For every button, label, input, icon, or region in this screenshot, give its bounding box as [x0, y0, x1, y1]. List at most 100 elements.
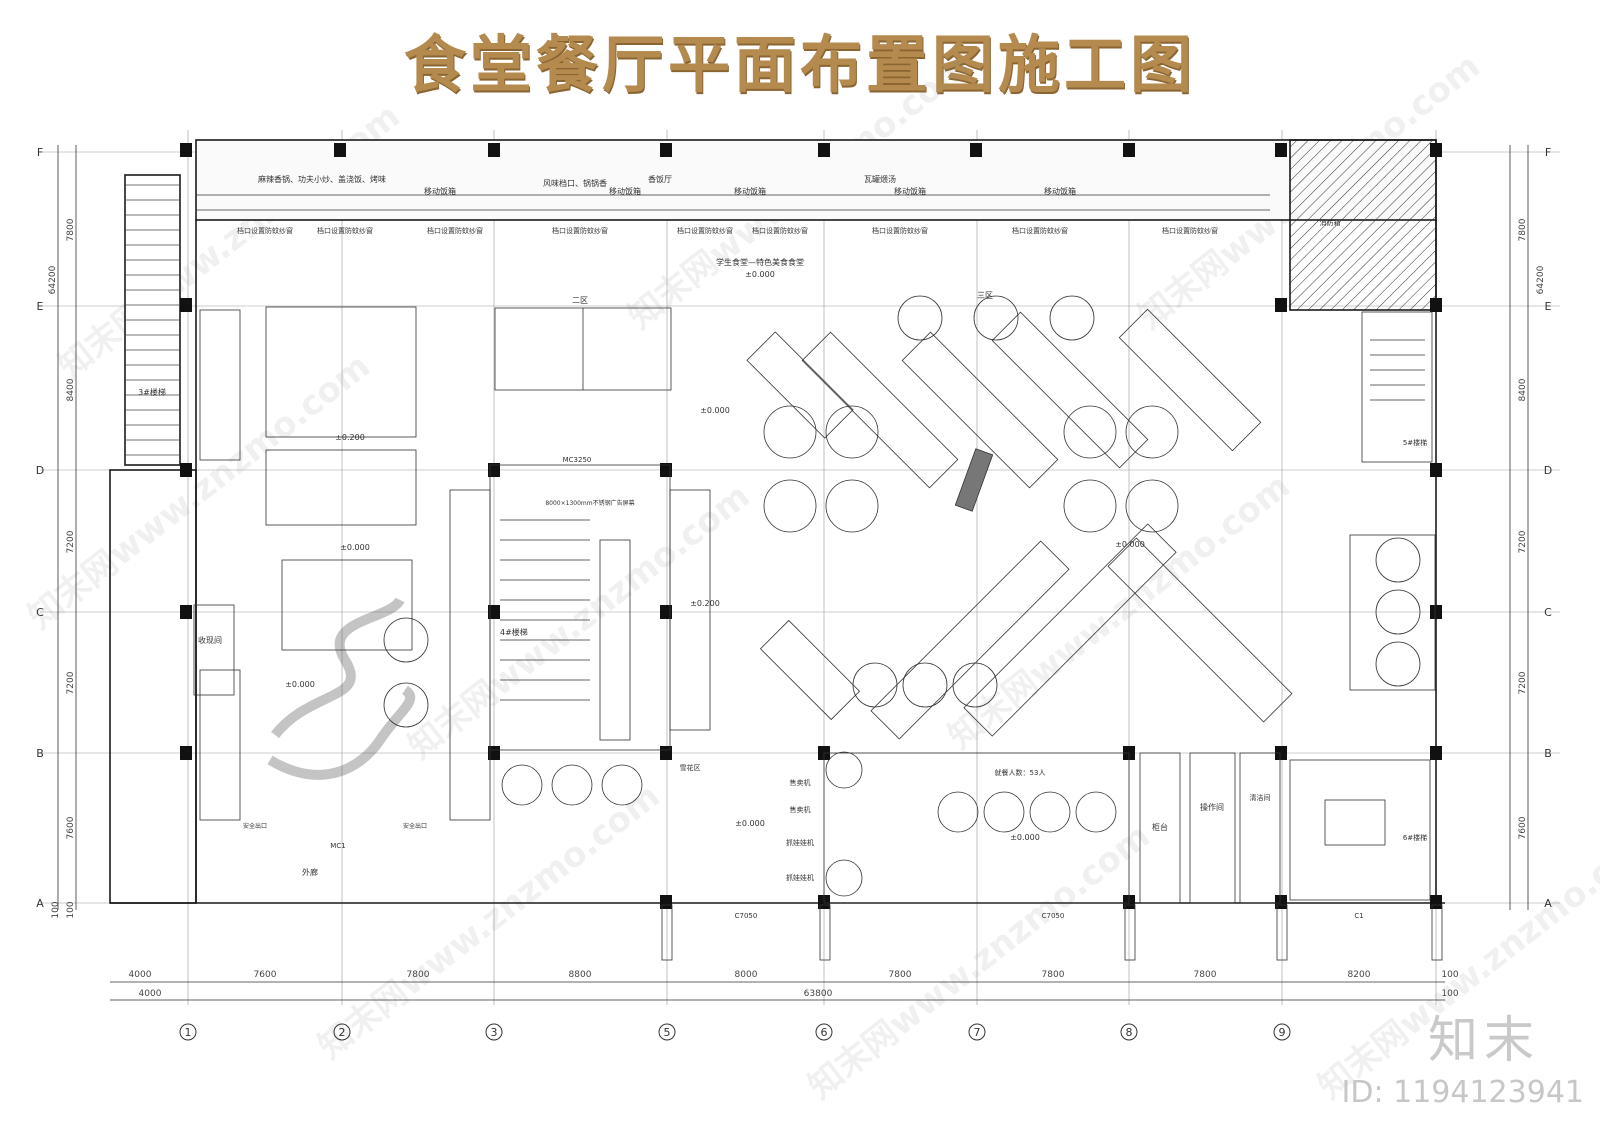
- axis-number: 6: [821, 1026, 828, 1039]
- escalator-note: 8000×1300mm不锈钢广告屏幕: [545, 499, 634, 507]
- kitchen-label: 香饭厅: [648, 174, 672, 184]
- axis-letter: D: [1544, 464, 1552, 477]
- structural-columns: [180, 143, 1442, 909]
- dim-label: 8000: [735, 970, 758, 980]
- axis-number: 9: [1279, 1026, 1286, 1039]
- axis-number: 2: [339, 1026, 346, 1039]
- window-label: 档口设置防蚊纱窗: [237, 226, 293, 235]
- ops-room-label: 操作间: [1200, 802, 1224, 812]
- kitchen-label: 瓦罐煨汤: [864, 174, 896, 184]
- axis-number: 1: [185, 1026, 192, 1039]
- window-label: 档口设置防蚊纱窗: [1012, 226, 1068, 235]
- dim-label: 64200: [1536, 265, 1546, 294]
- hatch-label: 消防箱: [1320, 218, 1341, 227]
- dim-label: 100: [51, 901, 61, 918]
- axis-letter: D: [36, 464, 44, 477]
- dim-label: 64200: [48, 265, 58, 294]
- dim-label: 63800: [804, 989, 833, 999]
- window-code: C7050: [1042, 912, 1065, 920]
- counter-label: 柜台: [1152, 822, 1168, 832]
- exit-label: 安全出口: [243, 822, 267, 830]
- dim-label: 7200: [66, 530, 76, 553]
- axis-letter: E: [1545, 300, 1552, 313]
- dim-label: 7600: [254, 970, 277, 980]
- kitchen-strip: 麻辣香锅、功夫小炒、盖浇饭、烤味 风味档口、锅锅香 香饭厅 移动饭箱 移动饭箱 …: [196, 174, 1341, 235]
- axis-letter: A: [1544, 897, 1552, 910]
- dim-label: 7800: [407, 970, 430, 980]
- kitchen-label: 移动饭箱: [1044, 186, 1076, 196]
- zone-2-label: 二区: [572, 296, 588, 305]
- side-dimensions: 7800 8400 7200 7200 7600 100 100 64200 7…: [36, 145, 1552, 919]
- drawing-title: 食堂餐厅平面布置图施工图: [403, 28, 1196, 101]
- axis-number: 3: [491, 1026, 498, 1039]
- dim-label: 7600: [66, 816, 76, 839]
- clean-room-label: 清洁间: [1250, 793, 1271, 802]
- dim-label: 7800: [1518, 218, 1528, 241]
- dim-label: 8400: [1518, 378, 1528, 401]
- axis-number: 7: [974, 1026, 981, 1039]
- dining-count: 就餐人数：53人: [995, 768, 1046, 777]
- window-label: 档口设置防蚊纱窗: [427, 226, 483, 235]
- elevation-mark: ±0.000: [340, 543, 370, 552]
- elevation-mark: ±0.200: [335, 433, 365, 442]
- mc1-label: MC1: [330, 842, 345, 850]
- dim-label: 7800: [66, 218, 76, 241]
- dim-label: 100: [1441, 989, 1458, 999]
- dim-label: 8400: [66, 378, 76, 401]
- window-label: 档口设置防蚊纱窗: [1162, 226, 1218, 235]
- window-label: 档口设置防蚊纱窗: [752, 226, 808, 235]
- zone-3-label: 三区: [977, 291, 993, 300]
- kitchen-label: 移动饭箱: [424, 186, 456, 196]
- left-seating: [193, 306, 711, 821]
- axis-letter: C: [1544, 606, 1552, 619]
- window-label: 档口设置防蚊纱窗: [317, 226, 373, 235]
- diagonal-booths: [746, 308, 1293, 740]
- axis-number: 5: [664, 1026, 671, 1039]
- window-label: 档口设置防蚊纱窗: [552, 226, 608, 235]
- dim-label: 8200: [1348, 970, 1371, 980]
- private-dining-room: [1349, 534, 1436, 691]
- stair-3-label: 3#楼梯: [138, 387, 166, 397]
- dim-label: 7200: [1518, 671, 1528, 694]
- axis-letter: B: [36, 747, 44, 760]
- facade-posts: [661, 904, 1443, 961]
- stair-5: [1361, 311, 1433, 463]
- elevation-mark: ±0.200: [690, 599, 720, 608]
- dim-label: 8800: [569, 970, 592, 980]
- elevation-mark: ±0.000: [700, 406, 730, 415]
- elevation-mark: ±0.000: [735, 819, 765, 828]
- vending-label: 抓娃娃机: [786, 838, 814, 847]
- exit-label: 安全出口: [403, 822, 427, 830]
- vending-label: 售卖机: [790, 805, 811, 814]
- window-label: 档口设置防蚊纱窗: [872, 226, 928, 235]
- vending-label: 售卖机: [790, 778, 811, 787]
- elevation-mark: ±0.000: [745, 270, 775, 279]
- dim-label: 4000: [139, 989, 162, 999]
- dim-label: 7800: [1042, 970, 1065, 980]
- image-id-watermark: ID: 1194123941: [1341, 1075, 1584, 1110]
- cashier-label: 收现间: [198, 635, 222, 645]
- kitchen-label: 移动饭箱: [609, 186, 641, 196]
- watermark-text: 知末网www.znzmo.com: [801, 816, 1158, 1107]
- shop-label: 雪花区: [680, 763, 701, 772]
- elevation-mark: ±0.000: [285, 680, 315, 689]
- axis-letter: F: [1545, 146, 1551, 159]
- kitchen-label: 移动饭箱: [894, 186, 926, 196]
- stair-3: [125, 184, 180, 456]
- window-code: C7050: [735, 912, 758, 920]
- window-code: C1: [1354, 912, 1363, 920]
- vending-label: 抓娃娃机: [786, 873, 814, 882]
- zone-2: [494, 307, 672, 391]
- axis-numbers: 1 2 3 5 6 7 8 9: [179, 1023, 1291, 1041]
- axis-letter: E: [37, 300, 44, 313]
- bottom-rooms: [823, 752, 1431, 904]
- bottom-dimensions: 4000 7600 7800 8800 8000 7800 7800 7800 …: [110, 970, 1459, 1001]
- brand-watermark: 知末: [1428, 1011, 1540, 1069]
- dim-label: 7800: [1194, 970, 1217, 980]
- stair-6-label: 6#楼梯: [1403, 833, 1427, 842]
- dim-label: 7200: [66, 671, 76, 694]
- axis-letter: F: [37, 146, 43, 159]
- kitchen-label: 风味档口、锅锅香: [543, 178, 607, 188]
- axis-letter: A: [36, 897, 44, 910]
